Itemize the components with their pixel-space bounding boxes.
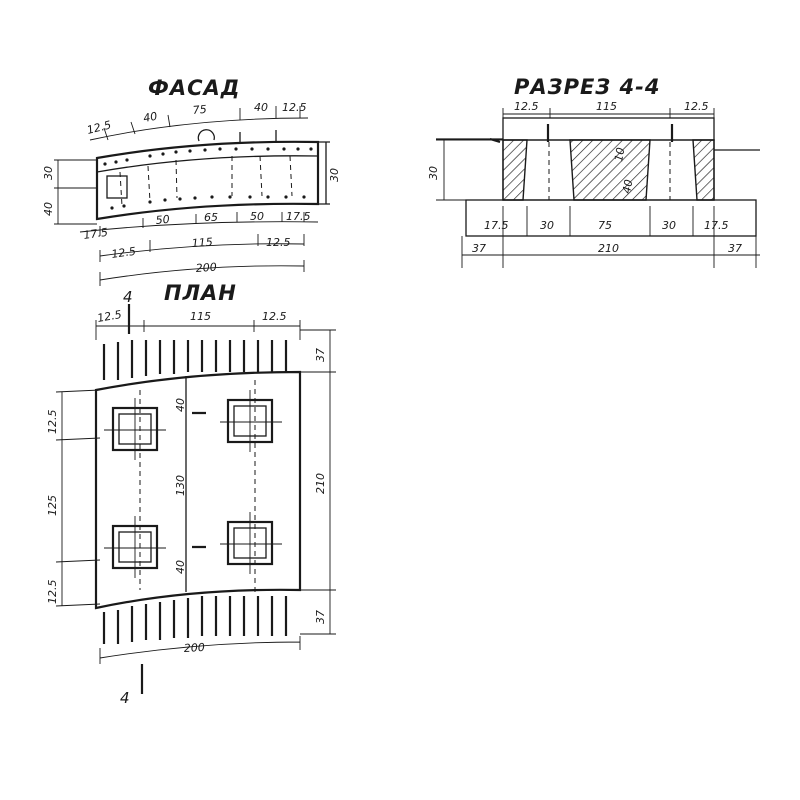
plan-top-dim-1: 12.5 xyxy=(96,308,122,325)
facade-top-dim-5: 12.5 xyxy=(282,101,307,114)
facade-bottom-dim2-2: 115 xyxy=(191,236,213,250)
plan-top-dim-3: 12.5 xyxy=(262,310,287,323)
facade-overall-dim-ticks xyxy=(99,260,305,286)
section-axis-lines xyxy=(548,142,671,200)
facade-top-dim-4: 40 xyxy=(254,101,268,114)
section-bottom-dim-4: 30 xyxy=(662,219,676,232)
section-height-dim-line xyxy=(436,139,503,201)
plan-bottom-dim: 200 xyxy=(183,641,205,655)
facade-bottom-dim-2: 50 xyxy=(155,213,170,227)
section-base-dim-3: 37 xyxy=(728,242,742,255)
facade-left-dim-1: 30 xyxy=(42,166,55,180)
section-bottom-dim-5: 17.5 xyxy=(704,219,729,232)
facade-left-dim-2: 40 xyxy=(42,202,55,216)
plan-left-dim-1: 12.5 xyxy=(46,410,59,435)
plan-section-mark-top: 4 xyxy=(123,288,133,306)
section-hatch-center xyxy=(569,139,651,201)
facade-right-dim: 30 xyxy=(328,168,341,182)
plan-pile-row-bottom xyxy=(102,596,288,644)
plan-opening-top-right xyxy=(220,390,282,452)
facade-top-dim-3: 75 xyxy=(192,103,207,117)
plan-right-dim-1: 37 xyxy=(314,348,327,362)
facade-top-marks xyxy=(239,130,277,142)
facade-body-outline xyxy=(95,140,320,221)
facade-bottom-dim-4: 50 xyxy=(250,210,264,223)
facade-bottom-dim-1: 17.5 xyxy=(83,226,109,242)
facade-bottom-dim-ticks-1 xyxy=(99,212,305,236)
plan-center-dim-marks xyxy=(192,411,206,549)
section-bottom-dim-3: 75 xyxy=(598,219,612,232)
facade-dotted-lines xyxy=(119,155,293,207)
facade-top-dim-ticks xyxy=(103,106,301,141)
facade-bottom-dim2-1: 12.5 xyxy=(111,245,137,261)
facade-bottom-dim2-3: 12.5 xyxy=(266,236,291,249)
facade-top-chord xyxy=(96,155,319,173)
facade-top-dim-line xyxy=(89,117,309,141)
section-title: РАЗРЕЗ 4-4 xyxy=(514,75,660,99)
plan-top-dim-2: 115 xyxy=(190,310,211,323)
plan-center-dim-3: 40 xyxy=(174,560,187,574)
plan-right-dim-3: 37 xyxy=(314,610,327,624)
section-hatch-right xyxy=(692,139,715,201)
section-base-dim-1: 37 xyxy=(472,242,486,255)
plan-left-dim-2: 125 xyxy=(46,495,59,516)
plan-opening-bottom-right xyxy=(220,512,282,574)
plan-center-dim-2: 130 xyxy=(174,475,187,496)
plan-view: ПЛАН 4 12.5 115 12.5 xyxy=(46,281,336,707)
section-height-dim: 30 xyxy=(427,166,440,180)
section-ground-tick xyxy=(489,137,501,144)
plan-right-dim-lines xyxy=(300,329,336,635)
section-base-dim-line xyxy=(461,236,760,268)
facade-right-dim-line xyxy=(318,141,330,205)
facade-bottom-dim-3: 65 xyxy=(204,211,218,224)
plan-opening-top-left xyxy=(104,398,166,460)
plan-pile-row-top xyxy=(102,340,288,380)
facade-bottom-dim-line-2 xyxy=(99,243,305,257)
plan-right-dim-2: 210 xyxy=(314,473,327,494)
facade-top-dim-1: 12.5 xyxy=(86,118,113,137)
section-view: РАЗРЕЗ 4-4 12.5 115 12.5 10 40 30 17.5 3… xyxy=(427,75,760,268)
plan-title: ПЛАН xyxy=(164,281,237,305)
facade-top-dim-2: 40 xyxy=(142,110,158,125)
plan-bottom-dim-line xyxy=(99,636,301,664)
plan-center-dim-1: 40 xyxy=(174,398,187,412)
facade-view: ФАСАД 12.5 40 75 40 12.5 xyxy=(42,76,341,286)
facade-opening-left xyxy=(106,175,128,199)
plan-axis-vertical xyxy=(139,380,256,592)
section-top-dim-2: 115 xyxy=(596,100,617,113)
plan-left-dim-lines xyxy=(55,389,101,607)
section-top-slab xyxy=(502,117,715,141)
facade-bottom-dim-5: 17.5 xyxy=(286,210,311,223)
section-top-dim-3: 12.5 xyxy=(684,100,709,113)
section-base-dim-2: 210 xyxy=(598,242,619,255)
facade-left-dim-lines xyxy=(54,159,97,225)
plan-section-mark-bottom: 4 xyxy=(120,689,130,707)
section-hatch-left xyxy=(502,139,528,201)
facade-overall-dim-line xyxy=(99,265,305,281)
section-inner-dim-2: 40 xyxy=(620,178,635,194)
section-inner-dim-1: 10 xyxy=(612,146,627,162)
section-bottom-dim-2: 30 xyxy=(540,219,554,232)
facade-overall-dim: 200 xyxy=(195,261,217,275)
facade-bottom-dim-ticks-2 xyxy=(99,234,305,262)
section-bottom-dim-1: 17.5 xyxy=(484,219,509,232)
facade-bottom-dim-line-1 xyxy=(79,221,319,233)
plan-left-dim-3: 12.5 xyxy=(46,580,59,605)
section-base-dividers xyxy=(502,206,715,236)
facade-hole-row-top xyxy=(103,147,313,166)
section-top-slab-marks xyxy=(546,124,674,142)
facade-title: ФАСАД xyxy=(148,76,240,100)
plan-top-dim-lines xyxy=(95,320,301,340)
section-base-slab xyxy=(465,199,757,237)
facade-lifting-loop xyxy=(197,129,215,142)
plan-opening-bottom-left xyxy=(104,516,166,578)
section-top-dim-1: 12.5 xyxy=(514,100,539,113)
